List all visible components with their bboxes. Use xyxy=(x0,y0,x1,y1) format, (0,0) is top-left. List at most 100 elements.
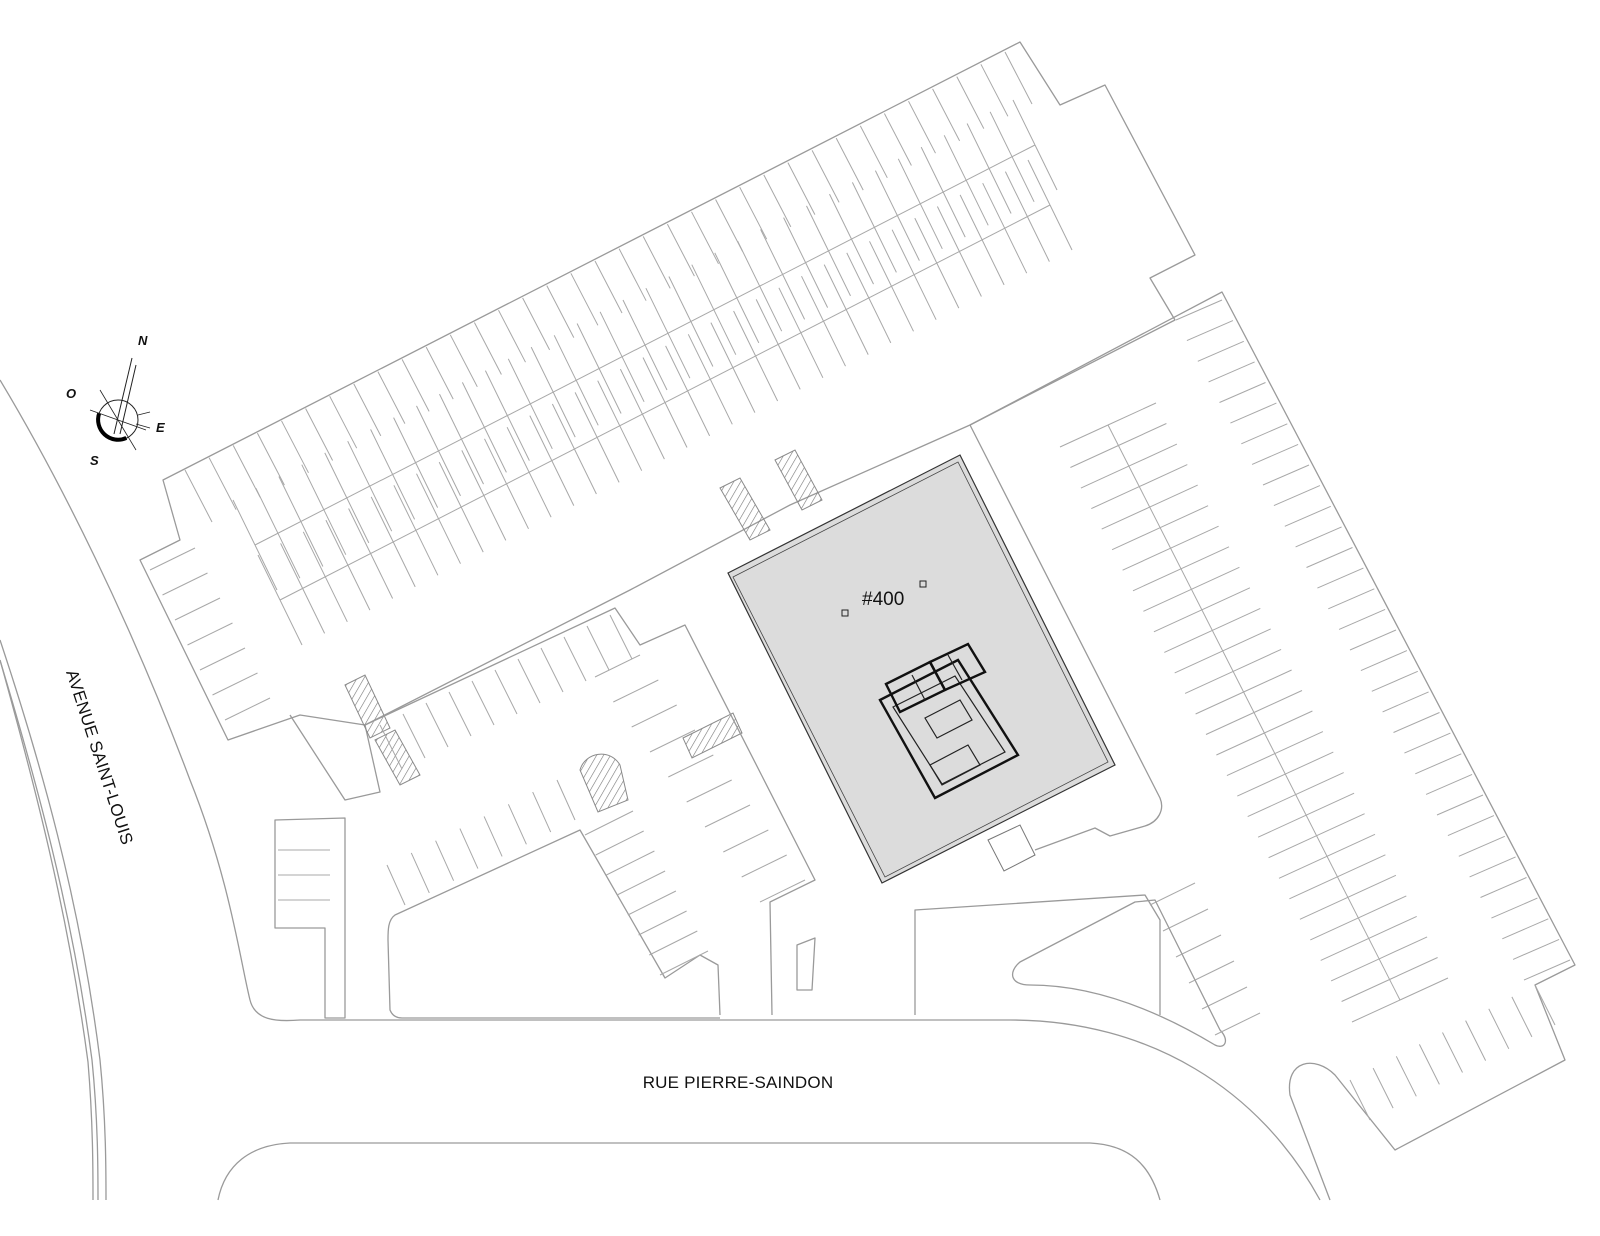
parking-stall-line xyxy=(642,357,666,403)
parking-stall-line xyxy=(1310,917,1359,941)
parking-stall-line xyxy=(759,879,806,903)
parking-stall-line xyxy=(805,262,829,308)
parking-stall-line xyxy=(896,215,920,261)
parking-stall-line xyxy=(1502,918,1549,940)
parking-stall-line xyxy=(1295,772,1344,796)
parking-stall-line xyxy=(1316,813,1365,837)
parking-stall-line xyxy=(546,285,575,338)
parking-stall-line xyxy=(616,870,666,896)
parking-stall-line xyxy=(1512,938,1560,960)
parking-stall-line xyxy=(1534,984,1556,1026)
parking-stall-line xyxy=(642,236,671,289)
parking-stall-line xyxy=(835,137,864,191)
parking-stall-line xyxy=(506,415,530,461)
parking-stall-line xyxy=(1465,1020,1487,1061)
parking-stall-line xyxy=(1491,897,1538,919)
parking-stall-line xyxy=(823,264,847,310)
parking-stall-line xyxy=(416,473,439,519)
parking-stall-line xyxy=(149,547,196,571)
parking-stall-line xyxy=(575,380,599,426)
parking-stall-line xyxy=(1273,485,1321,507)
parking-stall-line xyxy=(644,344,668,391)
parking-stall-line xyxy=(1418,1044,1440,1085)
parking-stall-line xyxy=(723,829,769,853)
parking-stall-line xyxy=(279,599,303,646)
parking-stall-line xyxy=(1107,402,1157,426)
parking-stall-line xyxy=(897,158,921,205)
parking-stall-line xyxy=(755,355,779,402)
parking-stall-line xyxy=(1425,773,1473,795)
parking-stall-line xyxy=(1011,156,1035,203)
parking-stall-line xyxy=(883,113,912,166)
parking-stall-line xyxy=(416,405,439,452)
parking-stall-line xyxy=(1378,936,1428,960)
parking-stall-line xyxy=(256,432,285,486)
parking-stall-line xyxy=(484,370,508,416)
parking-stall-line xyxy=(415,462,439,508)
east-parking-lot xyxy=(969,291,1576,1201)
parking-stall-line xyxy=(936,262,960,309)
parking-stall-line xyxy=(981,239,1005,286)
parking-stall-line xyxy=(507,358,531,405)
parking-stall-line xyxy=(667,332,691,379)
parking-stall-line xyxy=(224,697,271,721)
parking-stall-line xyxy=(618,248,647,301)
parking-stall-line xyxy=(759,285,783,332)
building-400[interactable]: #400 xyxy=(727,454,1116,884)
parking-stall-line xyxy=(1180,546,1230,570)
parking-stall-line xyxy=(255,487,279,534)
parking-stall-line xyxy=(392,541,416,588)
parking-stall-line xyxy=(393,485,417,531)
parking-stall-line xyxy=(323,509,347,555)
parking-stall-line xyxy=(1257,814,1307,838)
parking-stall-line xyxy=(1305,792,1355,816)
parking-stall-line xyxy=(1349,1079,1371,1121)
parking-stall-line xyxy=(1197,340,1244,362)
parking-stall-line xyxy=(401,359,430,412)
parking-stall-line xyxy=(649,930,698,956)
parking-stall-line xyxy=(687,390,711,437)
parking-stall-line xyxy=(1320,937,1369,961)
parking-stall-line xyxy=(1328,588,1375,610)
parking-stall-line xyxy=(666,223,695,277)
parking-stall-line xyxy=(873,227,897,273)
parking-stall-line xyxy=(1458,835,1505,857)
parking-stall-line xyxy=(379,724,403,770)
compass-rose-icon: N E S O xyxy=(66,333,165,468)
parking-stall-line xyxy=(1004,227,1028,274)
parking-stall-line xyxy=(325,519,349,566)
parking-stall-line xyxy=(302,588,326,634)
parking-stall-line xyxy=(187,622,233,646)
parking-stall-line xyxy=(691,211,719,265)
parking-stall-line xyxy=(461,438,484,485)
parking-stall-line xyxy=(965,180,989,226)
parking-stall-line xyxy=(1191,566,1240,590)
parking-stall-line xyxy=(302,531,326,578)
parking-stall-line xyxy=(732,367,756,413)
parking-stall-line xyxy=(257,554,281,601)
parking-stall-line xyxy=(212,672,258,696)
parking-stall-line xyxy=(529,403,553,450)
parking-stall-line xyxy=(449,334,478,388)
parking-stall-line xyxy=(498,309,526,363)
parking-stall-line xyxy=(800,332,824,379)
parking-stall-line xyxy=(528,471,552,518)
parking-stall-line xyxy=(1139,464,1188,488)
parking-stall-line xyxy=(438,518,461,564)
avenue-saint-louis-label: AVENUE SAINT-LOUIS xyxy=(62,667,137,847)
parking-stall-line xyxy=(737,240,761,287)
parking-stall-line xyxy=(988,168,1012,214)
compass-east: E xyxy=(156,420,165,435)
parking-stall-line xyxy=(760,229,784,275)
parking-stall-line xyxy=(347,564,371,611)
parking-stall-line xyxy=(627,890,677,916)
parking-stall-line xyxy=(1175,934,1222,958)
parking-stall-line xyxy=(641,413,665,460)
parking-stall-line xyxy=(329,395,358,449)
parking-stall-line xyxy=(1201,986,1248,1010)
parking-stall-line xyxy=(982,182,1006,229)
parking-stall-line xyxy=(1289,876,1338,900)
parking-stall-line xyxy=(174,597,221,621)
parking-stall-line xyxy=(638,910,687,936)
accessible-stalls xyxy=(344,449,823,813)
